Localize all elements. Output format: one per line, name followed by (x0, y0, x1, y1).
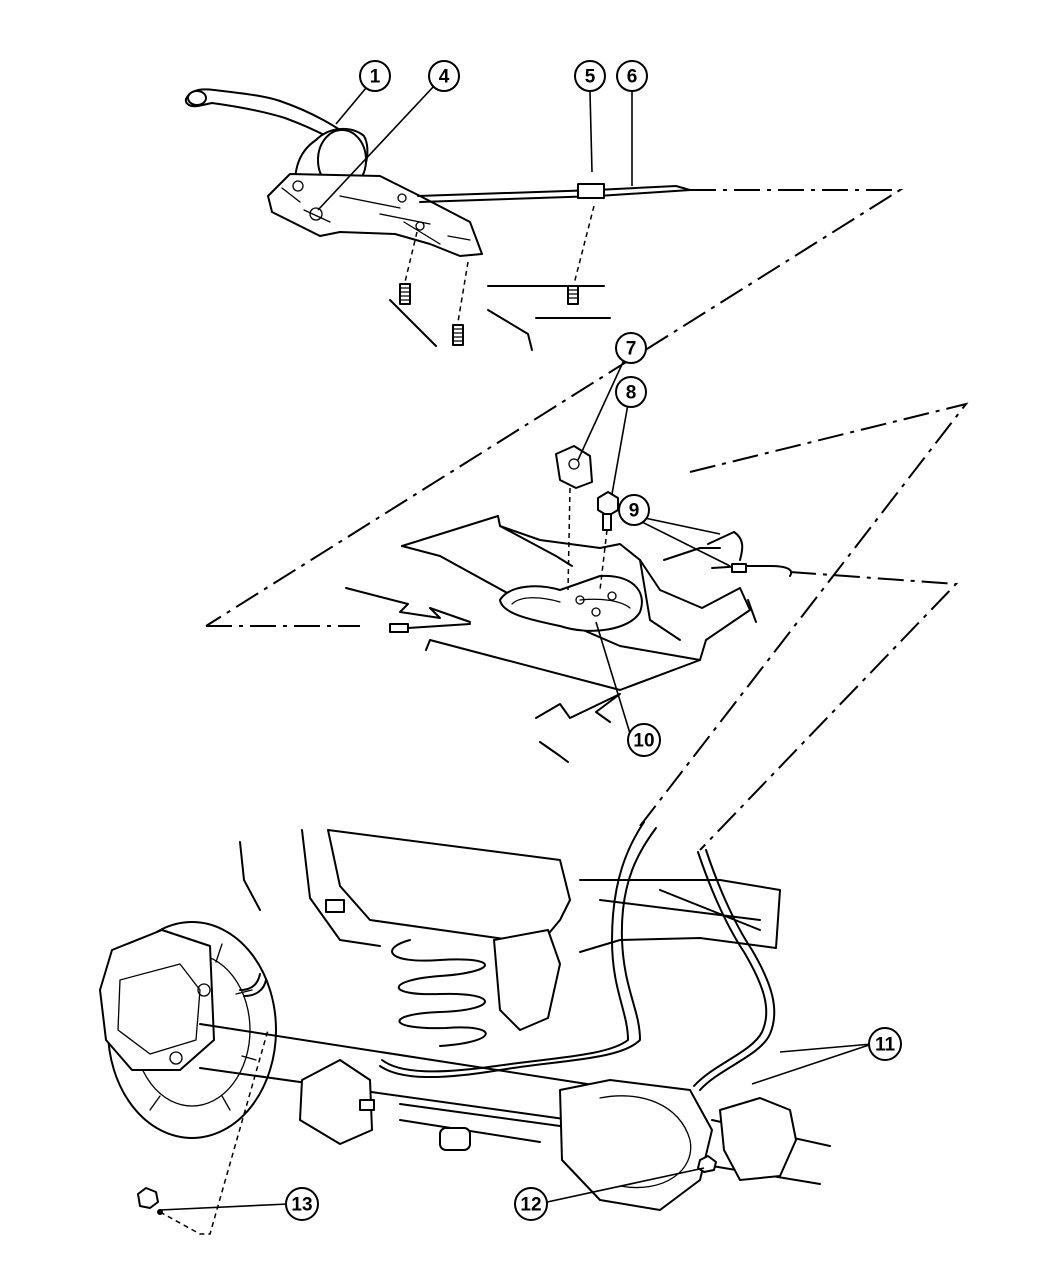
callout-7: 7 (615, 332, 647, 364)
rear-axle-assembly (99, 821, 831, 1235)
callout-10-label: 10 (633, 731, 654, 752)
callout-6-label: 6 (627, 67, 638, 88)
leader-lines (159, 85, 873, 1211)
callout-1-label: 1 (370, 67, 381, 88)
callout-5: 5 (574, 60, 606, 92)
callout-6: 6 (616, 60, 648, 92)
callout-7-label: 7 (626, 339, 637, 360)
callout-8-label: 8 (626, 383, 637, 404)
callout-10: 10 (627, 723, 661, 757)
callout-9-label: 9 (629, 501, 640, 522)
callout-13: 13 (285, 1187, 319, 1221)
callout-4: 4 (428, 60, 460, 92)
callout-11-label: 11 (875, 1035, 896, 1056)
callout-1: 1 (359, 60, 391, 92)
callout-12-label: 12 (520, 1195, 541, 1216)
callout-5-label: 5 (585, 67, 596, 88)
floor-pan-cable-assembly (206, 402, 969, 851)
callout-4-label: 4 (439, 67, 450, 88)
callout-13-label: 13 (291, 1195, 312, 1216)
callout-8: 8 (615, 376, 647, 408)
callout-11: 11 (868, 1027, 902, 1061)
brake-lever-assembly (184, 88, 904, 627)
callout-9: 9 (618, 494, 650, 526)
callout-12: 12 (514, 1187, 548, 1221)
